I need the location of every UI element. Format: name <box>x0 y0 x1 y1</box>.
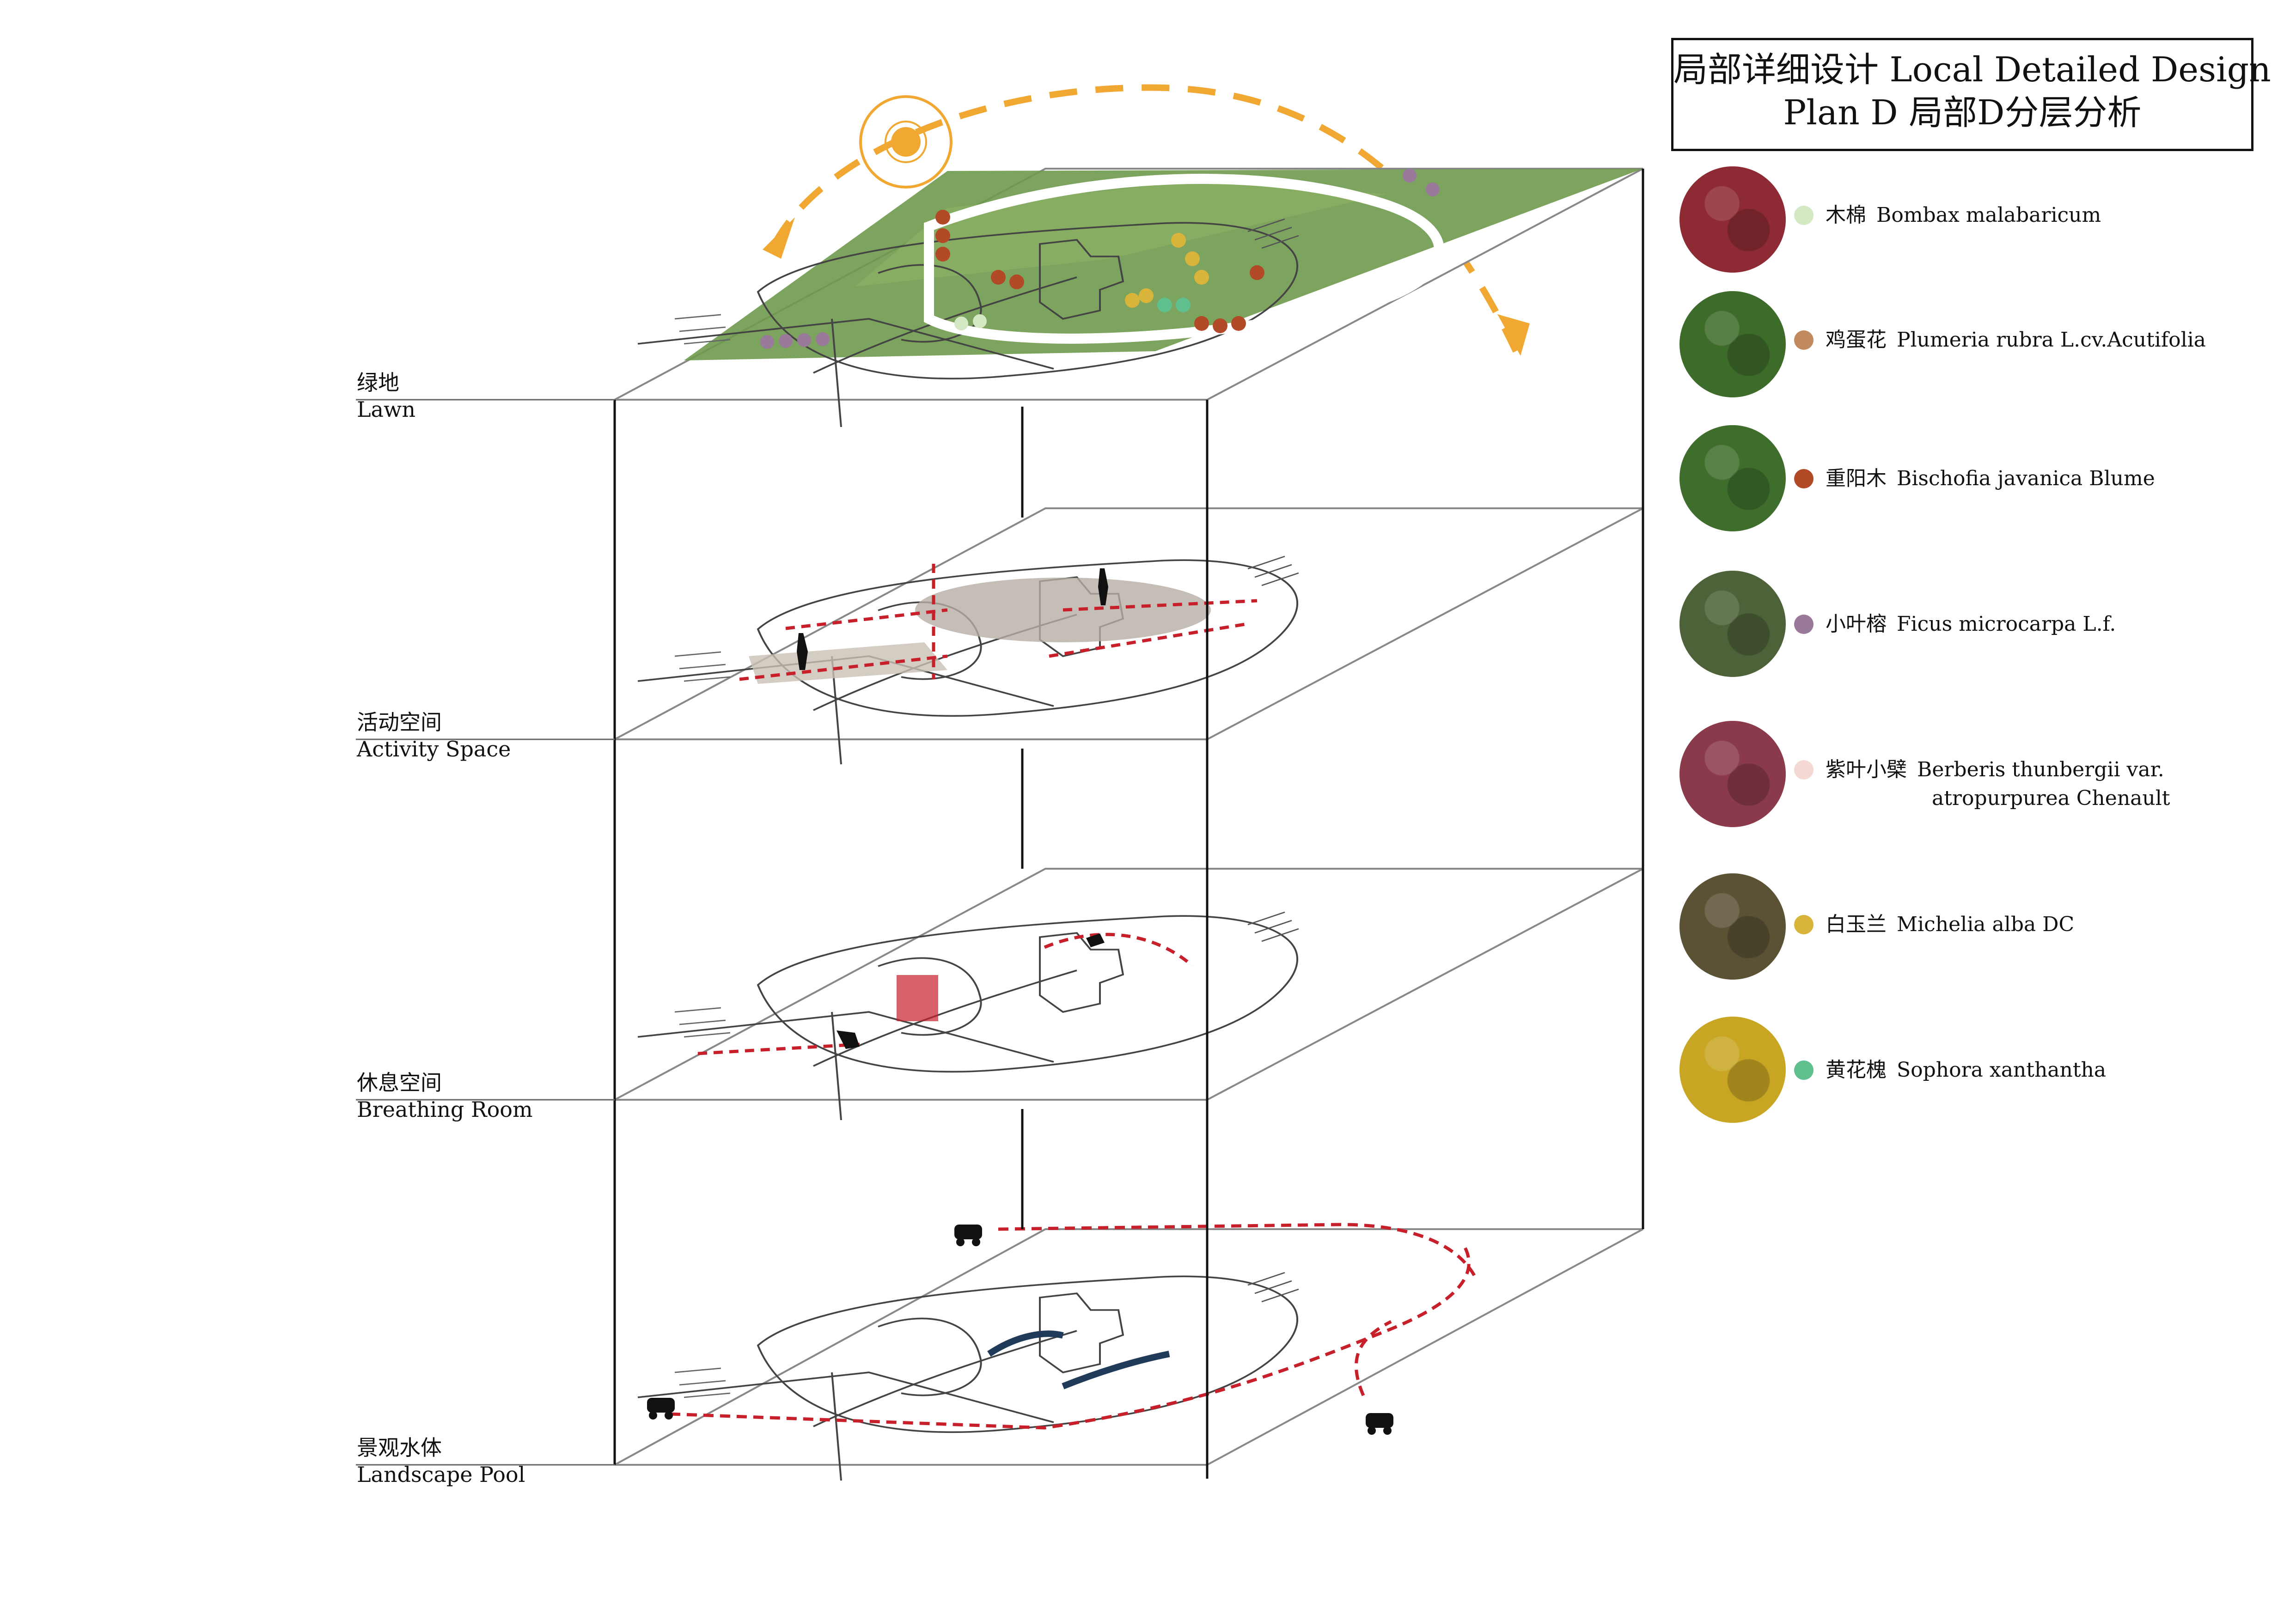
layer-label-en: Lawn <box>357 396 415 422</box>
bench-person-icon <box>1086 933 1105 947</box>
species-legend: 木棉 Bombax malabaricum 鸡蛋花 Plumeria rubra L… <box>1673 166 2283 1137</box>
sun-arrowhead-left-icon <box>763 217 795 259</box>
traffic-path <box>670 1223 1476 1430</box>
car-icon <box>647 1398 675 1420</box>
layer-pool-plane <box>614 1223 1643 1481</box>
plant-photo <box>1679 1017 1786 1123</box>
layer-label-zh: 活动空间 <box>357 710 442 735</box>
species-en: Bombax malabaricum <box>1876 203 2101 227</box>
legend-dot <box>1794 760 1814 780</box>
legend-dot <box>1794 1060 1814 1080</box>
sun-icon <box>859 95 953 189</box>
legend-item: 木棉 Bombax malabaricum <box>1673 166 2283 277</box>
species-zh: 紫叶小檗 <box>1826 758 1907 781</box>
layer-label-breathing: 休息空间 Breathing Room <box>357 1070 533 1123</box>
species-zh: 小叶榕 <box>1826 612 1887 636</box>
car-icon <box>1366 1413 1393 1435</box>
legend-item: 白玉兰 Michelia alba DC <box>1673 873 2283 984</box>
layer-label-en: Activity Space <box>357 736 511 762</box>
layer-label-pool: 景观水体 Landscape Pool <box>357 1435 525 1488</box>
person-icon <box>1098 568 1108 605</box>
layer-label-lawn: 绿地 Lawn <box>357 370 415 423</box>
species-name: 白玉兰 Michelia alba DC <box>1826 910 2074 939</box>
legend-item: 小叶榕 Ficus microcarpa L.f. <box>1673 571 2283 682</box>
layer-label-zh: 景观水体 <box>357 1435 442 1460</box>
species-en: Bischofia javanica Blume <box>1897 467 2155 490</box>
title-box: 局部详细设计 Local Detailed Design Plan D 局部D分… <box>1671 38 2271 151</box>
species-zh: 鸡蛋花 <box>1826 328 1887 352</box>
plant-photo <box>1679 721 1786 827</box>
legend-dot <box>1794 615 1814 634</box>
species-name: 木棉 Bombax malabaricum <box>1826 201 2101 230</box>
species-name: 紫叶小檗 Berberis thunbergii var. atropurpure… <box>1826 756 2170 813</box>
legend-dot <box>1794 206 1814 225</box>
frame-lines <box>613 169 1644 1479</box>
label-leader-lines <box>356 399 615 1466</box>
layer-lawn-plane <box>614 168 1643 428</box>
species-zh: 白玉兰 <box>1826 913 1887 936</box>
plant-photo <box>1679 291 1786 397</box>
plant-photo <box>1679 425 1786 531</box>
legend-item: 鸡蛋花 Plumeria rubra L.cv.Acutifolia <box>1673 291 2283 402</box>
title-line-1: 局部详细设计 Local Detailed Design <box>1673 50 2271 90</box>
species-en: Ficus microcarpa L.f. <box>1897 612 2116 636</box>
plant-photo <box>1679 166 1786 273</box>
species-en-cont: atropurpurea Chenault <box>1932 786 2170 810</box>
species-en: Berberis thunbergii var. <box>1917 758 2164 781</box>
bench-person-icon <box>837 1030 860 1049</box>
title-line-2: Plan D 局部D分层分析 <box>1783 92 2142 133</box>
legend-item: 重阳木 Bischofia javanica Blume <box>1673 425 2283 536</box>
layer-label-zh: 休息空间 <box>357 1070 442 1095</box>
species-en: Michelia alba DC <box>1897 913 2075 936</box>
layer-breathing-plane <box>614 868 1643 1121</box>
legend-dot <box>1794 330 1814 350</box>
species-zh: 木棉 <box>1826 203 1866 227</box>
species-name: 黄花槐 Sophora xanthantha <box>1826 1056 2106 1085</box>
species-zh: 重阳木 <box>1826 467 1887 490</box>
legend-item: 紫叶小檗 Berberis thunbergii var. atropurpure… <box>1673 721 2283 832</box>
legend-dot <box>1794 915 1814 934</box>
species-en: Plumeria rubra L.cv.Acutifolia <box>1897 328 2206 352</box>
species-name: 重阳木 Bischofia javanica Blume <box>1826 464 2155 493</box>
sun-arrowhead-right-icon <box>1497 314 1530 356</box>
legend-dot <box>1794 469 1814 488</box>
layer-label-activity: 活动空间 Activity Space <box>357 709 511 762</box>
person-icon <box>797 633 808 670</box>
car-icon <box>954 1225 982 1246</box>
layer-label-en: Landscape Pool <box>357 1462 525 1487</box>
species-en: Sophora xanthantha <box>1897 1058 2107 1082</box>
layer-label-en: Breathing Room <box>357 1097 533 1122</box>
layer-label-zh: 绿地 <box>357 370 399 395</box>
species-name: 小叶榕 Ficus microcarpa L.f. <box>1826 610 2116 639</box>
layer-activity-plane <box>614 507 1643 765</box>
legend-item: 黄花槐 Sophora xanthantha <box>1673 1017 2283 1127</box>
plant-photo <box>1679 571 1786 677</box>
species-zh: 黄花槐 <box>1826 1058 1887 1082</box>
species-name: 鸡蛋花 Plumeria rubra L.cv.Acutifolia <box>1826 326 2206 354</box>
plant-photo <box>1679 873 1786 980</box>
